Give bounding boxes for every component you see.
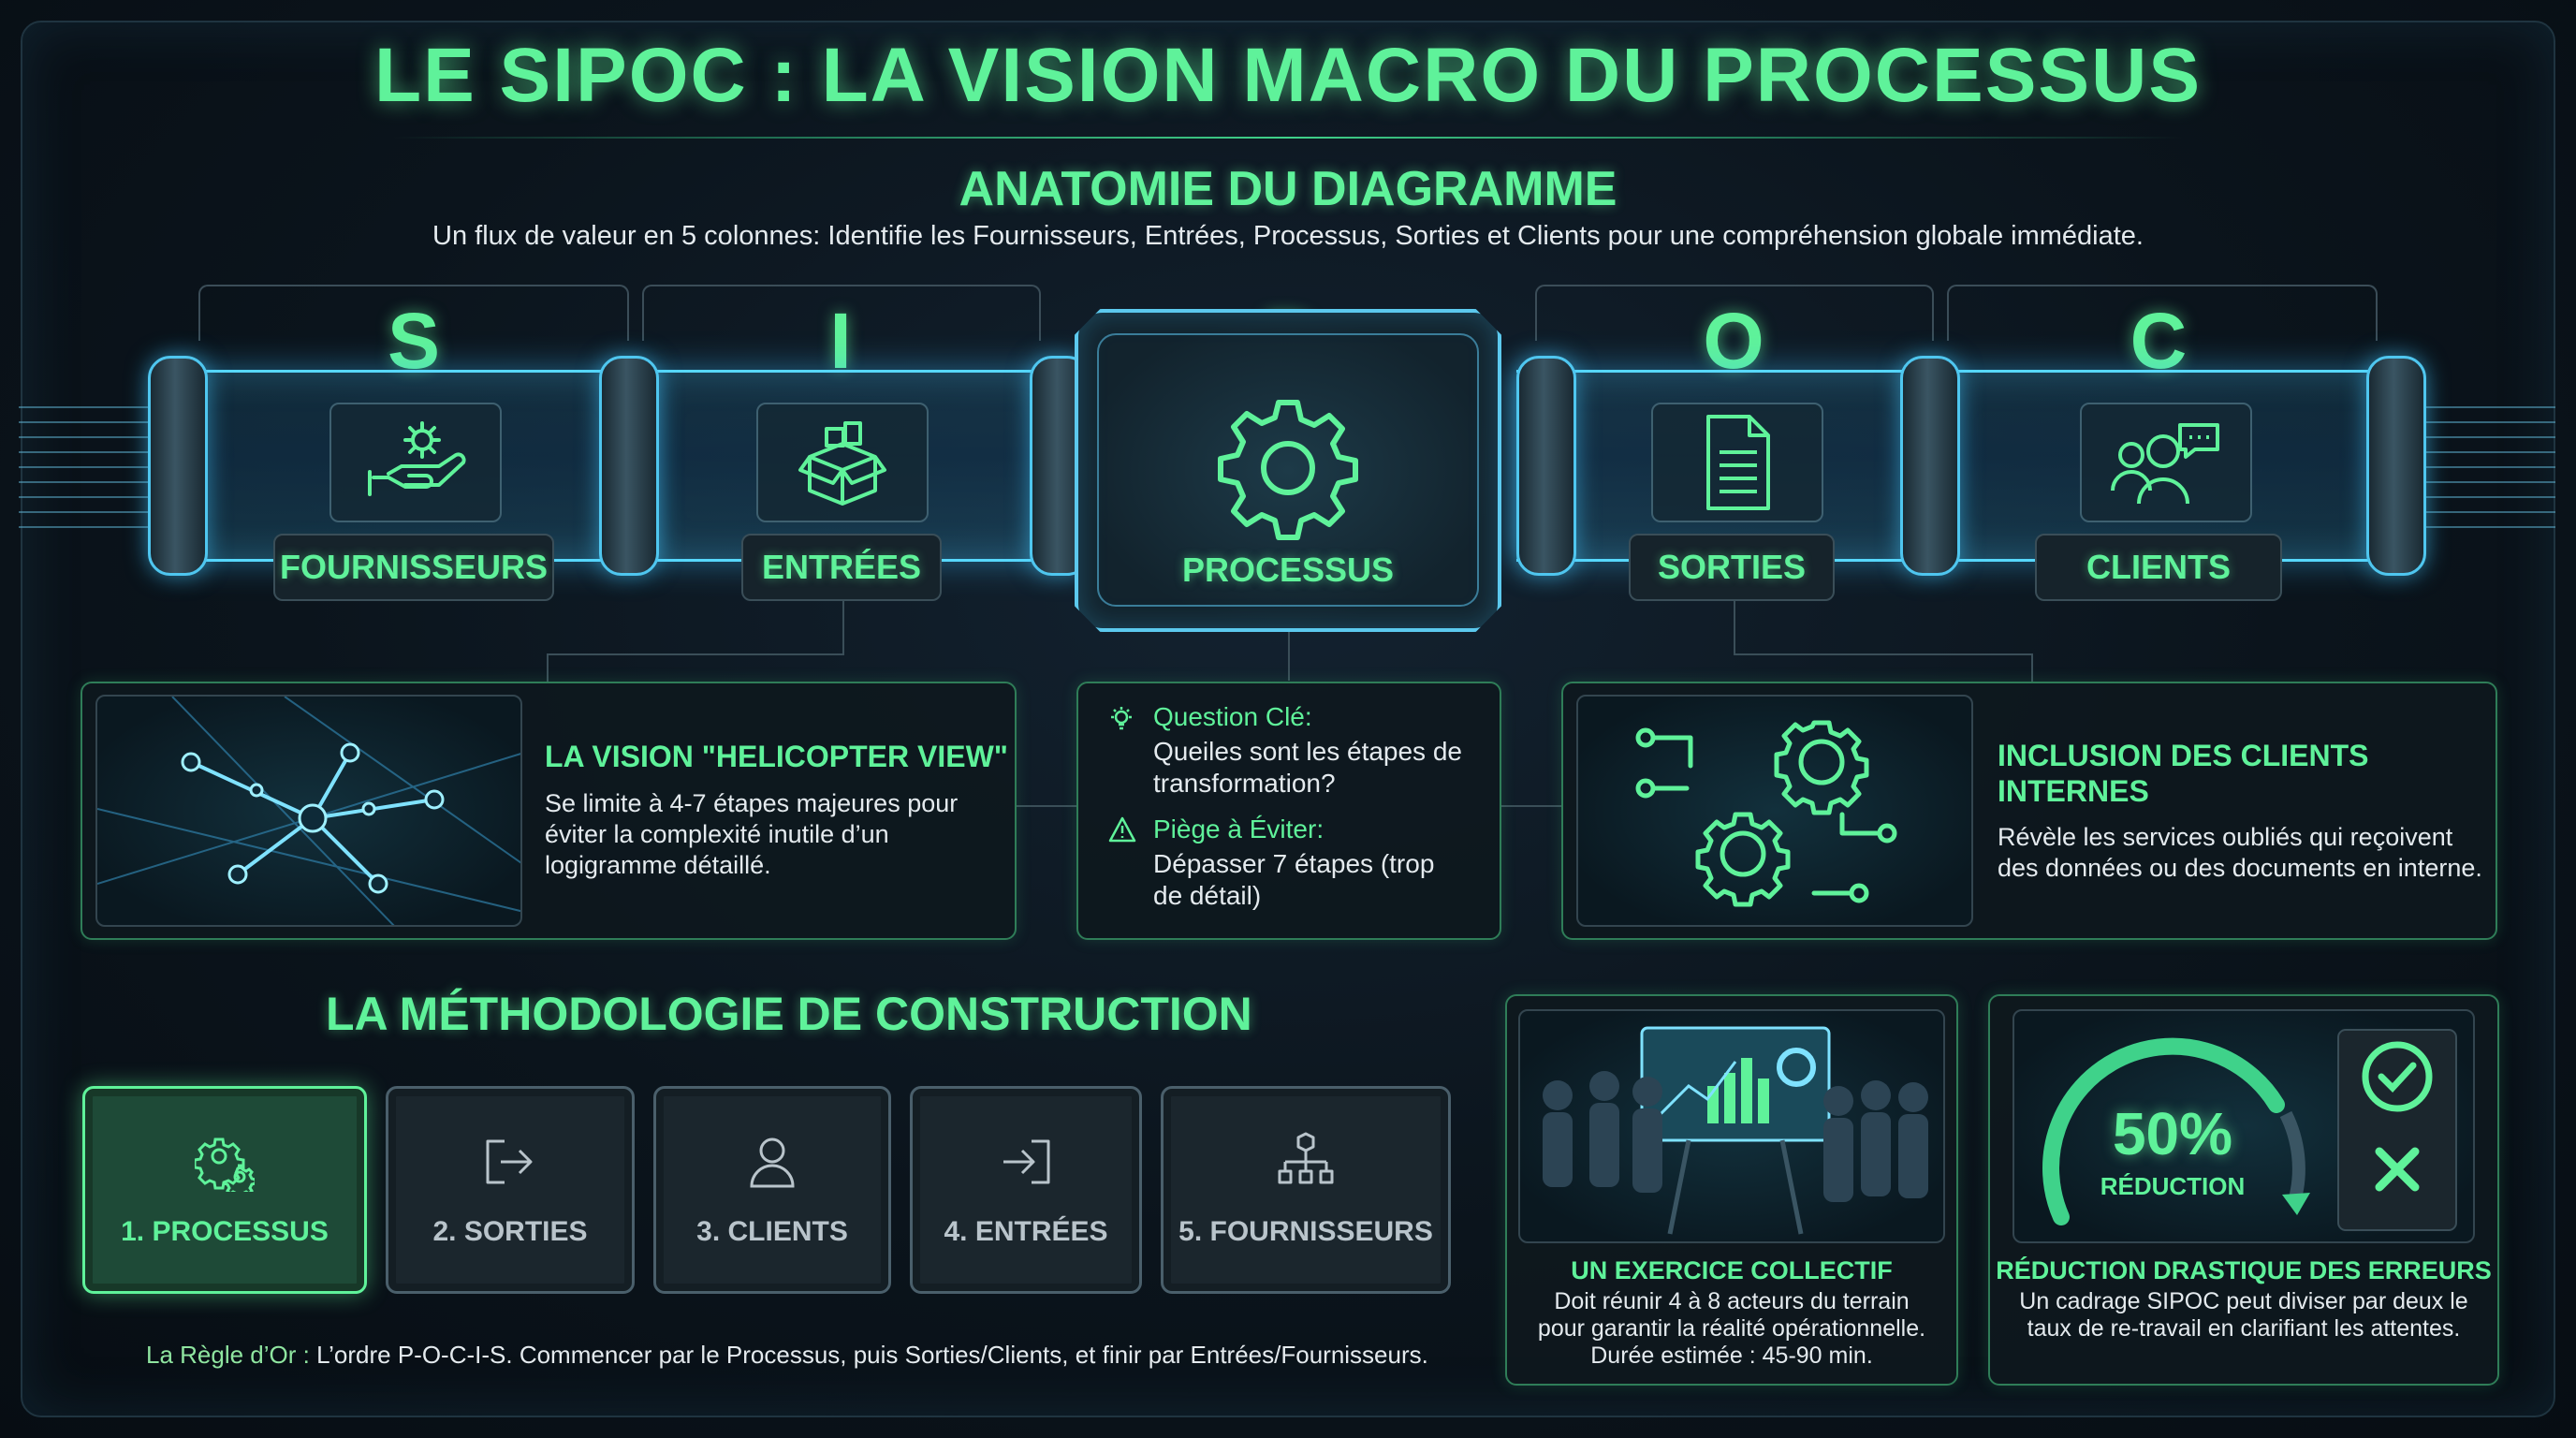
step-label: 1. PROCESSUS	[121, 1216, 329, 1247]
step-entrees: 4. ENTRÉES	[910, 1086, 1142, 1294]
gear-icon	[1213, 393, 1363, 543]
page-frame	[21, 21, 2555, 1417]
bracket-o	[1535, 285, 1934, 341]
internal-clients-title: INCLUSION DES CLIENTS INTERNES	[1998, 739, 2369, 808]
page-title: LE SIPOC : LA VISION MACRO DU PROCESSUS	[373, 33, 2203, 118]
lightbulb-icon	[1108, 706, 1134, 732]
network-map-image	[95, 695, 522, 927]
import-icon	[1003, 1139, 1050, 1184]
label-sorties: SORTIES	[1629, 534, 1835, 601]
reduction-line1: Un cadrage SIPOC peut diviser par deux l…	[2019, 1288, 2468, 1314]
reduction-panel	[2012, 1009, 2475, 1243]
question-text: Queiles sont les étapes de transformatio…	[1153, 737, 1462, 798]
connector	[1017, 805, 1076, 807]
golden-rule-text: L’ordre P-O-C-I-S. Commencer par le Proc…	[316, 1341, 1428, 1369]
label-fournisseurs: FOURNISSEURS	[273, 534, 554, 601]
exercise-line3: Durée estimée : 45-90 min.	[1590, 1343, 1873, 1369]
connector	[547, 653, 549, 682]
step-label: 5. FOURNISSEURS	[1178, 1216, 1433, 1247]
trap-label: Piège à Éviter:	[1153, 814, 1325, 844]
exercise-line1: Doit réunir 4 à 8 acteurs du terrain	[1554, 1288, 1910, 1314]
connector	[1734, 601, 1735, 653]
connector	[2031, 653, 2033, 682]
internal-clients-text: Révèle les services oubliés qui reçoiven…	[1998, 823, 2482, 882]
step-label: 4. ENTRÉES	[944, 1216, 1108, 1247]
label-processus: PROCESSUS	[1181, 550, 1395, 589]
method-title: LA MÉTHODOLOGIE DE CONSTRUCTION	[326, 988, 1252, 1040]
step-sorties: 2. SORTIES	[386, 1086, 635, 1294]
document-icon	[1651, 403, 1823, 522]
circuit-right	[2415, 393, 2555, 534]
step-label: 2. SORTIES	[432, 1216, 588, 1247]
reduction-line2: taux de re-travail en clarifiant les att…	[2027, 1315, 2461, 1342]
hand-gear-icon	[329, 403, 502, 522]
golden-rule: La Règle d’Or : L’ordre P-O-C-I-S. Comme…	[146, 1341, 1428, 1370]
connector	[1501, 805, 1561, 807]
tube-ring	[148, 356, 208, 576]
connector	[1288, 632, 1290, 681]
circuit-left	[19, 393, 159, 534]
reduction-value: 50%	[2112, 1100, 2233, 1167]
reduction-label: RÉDUCTION	[2100, 1172, 2246, 1200]
warning-icon	[1108, 816, 1136, 843]
open-box-icon	[756, 403, 929, 522]
people-chat-icon	[2080, 403, 2252, 522]
exercise-line2: pour garantir la réalité opérationnelle.	[1537, 1315, 1926, 1342]
bracket-i	[642, 285, 1041, 341]
label-clients: CLIENTS	[2035, 534, 2282, 601]
tube-ring	[2366, 356, 2426, 576]
letter-i: I	[829, 297, 852, 385]
trap-text: Dépasser 7 étapes (trop de détail)	[1153, 849, 1435, 910]
step-fournisseurs: 5. FOURNISSEURS	[1161, 1086, 1451, 1294]
golden-rule-label: La Règle d’Or :	[146, 1341, 310, 1369]
connector	[842, 601, 844, 653]
label-entrees: ENTRÉES	[741, 534, 942, 601]
step-processus: 1. PROCESSUS	[82, 1086, 367, 1294]
export-icon	[486, 1139, 533, 1184]
connector	[1734, 653, 2033, 655]
key-question-card	[1076, 682, 1501, 940]
gears-icon	[195, 1137, 255, 1192]
process-hub-inner	[1097, 333, 1479, 607]
team-meeting-image	[1518, 1009, 1945, 1243]
hierarchy-icon	[1278, 1132, 1334, 1184]
gears-network-image	[1576, 695, 1973, 927]
tube-ring	[1900, 356, 1960, 576]
tube-ring	[1516, 356, 1576, 576]
person-icon	[750, 1137, 795, 1188]
helicopter-text: Se limite à 4-7 étapes majeures pour évi…	[545, 789, 959, 879]
anatomy-subtitle: Un flux de valeur en 5 colonnes: Identif…	[432, 221, 2144, 251]
reduction-title: RÉDUCTION DRASTIQUE DES ERREURS	[1996, 1256, 2492, 1284]
process-hub	[1075, 309, 1501, 632]
anatomy-title: ANATOMIE DU DIAGRAMME	[959, 162, 1617, 216]
step-clients: 3. CLIENTS	[653, 1086, 891, 1294]
tube-o	[1516, 370, 1928, 562]
tube-ring	[599, 356, 659, 576]
question-label: Question Clé:	[1153, 702, 1312, 731]
step-label: 3. CLIENTS	[696, 1216, 848, 1247]
connector	[547, 653, 844, 655]
title-divider	[393, 137, 2183, 139]
bracket-c	[1947, 285, 2378, 341]
exercise-title: UN EXERCICE COLLECTIF	[1571, 1256, 1893, 1284]
bracket-s	[198, 285, 629, 341]
helicopter-title: LA VISION "HELICOPTER VIEW"	[545, 740, 1008, 773]
